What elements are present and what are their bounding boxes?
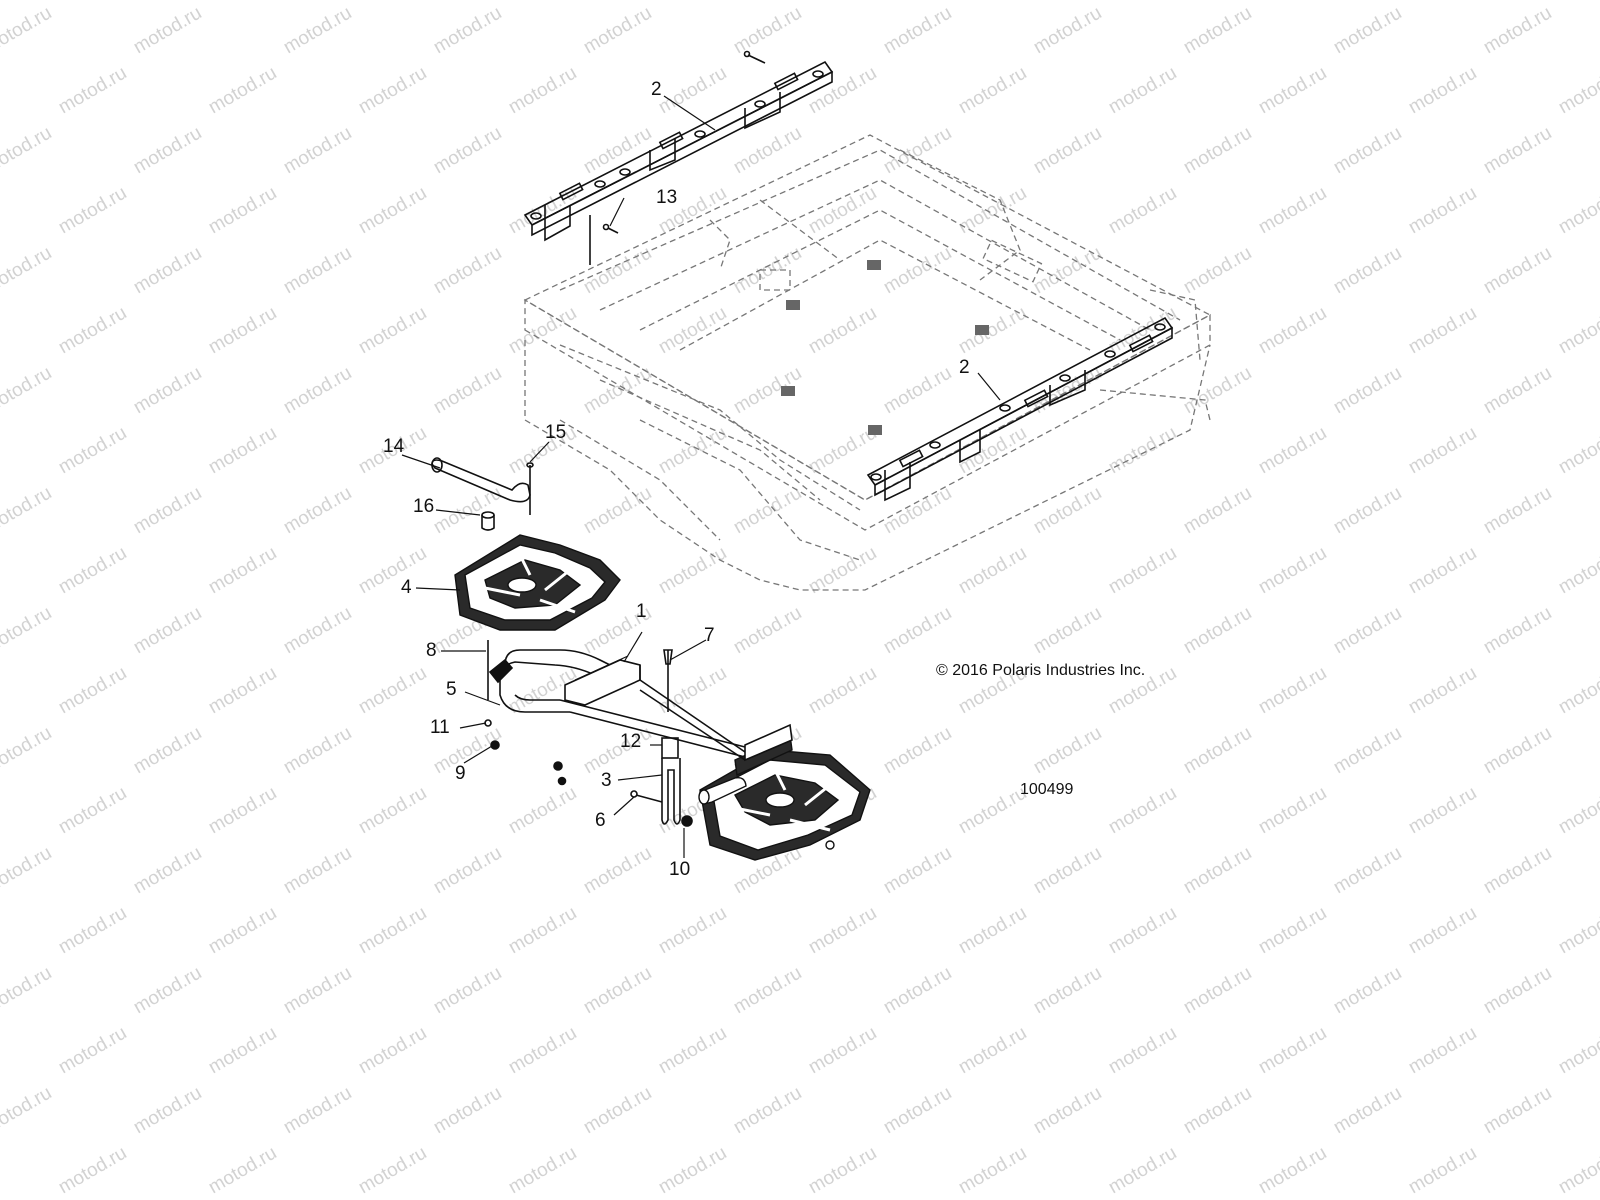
callout-6: 6	[595, 810, 606, 831]
footrest-frame	[488, 649, 793, 762]
callout-5: 5	[446, 679, 457, 700]
callout-16: 16	[413, 496, 435, 517]
copyright-notice: © 2016 Polaris Industries Inc.	[936, 662, 1146, 679]
mounting-bracket	[484, 223, 693, 827]
callout-15: 15	[545, 422, 567, 443]
foot-pan-right	[698, 733, 871, 861]
callout-leaders	[401, 95, 1001, 858]
callout-10: 10	[669, 859, 691, 880]
callout-2-upper: 2	[651, 79, 662, 100]
mounting-rail-lower	[866, 316, 1174, 502]
callout-14: 14	[383, 436, 405, 457]
callout-9: 9	[455, 763, 466, 784]
callout-3: 3	[601, 770, 612, 791]
callout-2-lower: 2	[959, 357, 970, 378]
callout-4: 4	[401, 577, 412, 598]
callout-7: 7	[704, 625, 715, 646]
mounting-rail-upper	[523, 50, 834, 265]
grab-handle	[431, 457, 534, 531]
cargo-bed-outline	[523, 134, 1212, 591]
figure-id: 100499	[1020, 781, 1074, 798]
callout-11: 11	[430, 717, 450, 738]
callout-8: 8	[426, 640, 437, 661]
callout-1: 1	[636, 601, 647, 622]
callout-12: 12	[620, 731, 642, 752]
foot-pan-left	[454, 534, 621, 631]
callout-13: 13	[656, 187, 678, 208]
cargo-bed-mounts	[781, 260, 989, 435]
